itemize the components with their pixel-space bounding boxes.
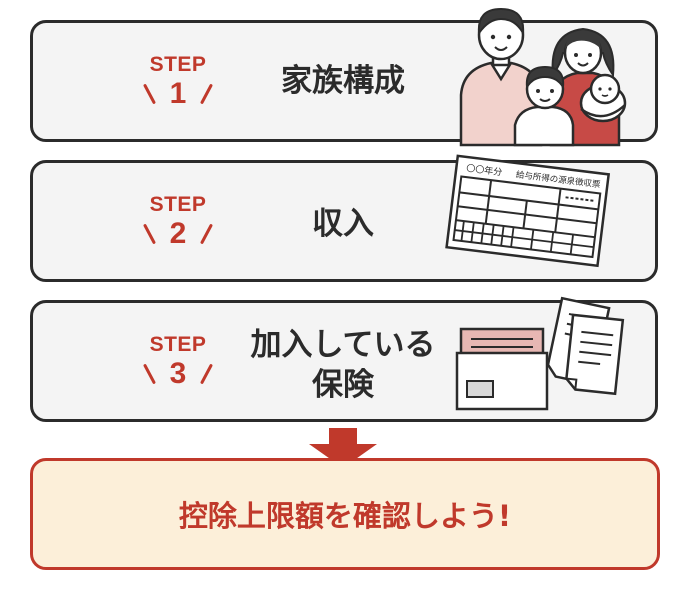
step-1-label: STEP	[149, 53, 207, 76]
step-3-title-line1: 加入している	[250, 327, 436, 363]
down-arrow-icon	[309, 428, 377, 468]
step-2-title: 収入	[312, 206, 374, 242]
family-illustration	[459, 7, 627, 147]
envelope-icon	[455, 327, 549, 411]
step-3-title-line2: 保険	[312, 367, 374, 403]
document-sheets-icon	[546, 296, 625, 396]
father-figure	[459, 7, 543, 147]
step-2-card: STEP 2 収入 〇〇年分 給与所得の源泉徴収票	[30, 154, 658, 282]
step-3-title: 加入している 保険	[233, 325, 453, 405]
step-3-label: STEP	[149, 333, 207, 356]
slash-right-icon	[200, 363, 213, 385]
baby-figure	[579, 73, 627, 123]
step-3-card: STEP 3 加入している 保険	[30, 296, 658, 422]
step-3-number: 3	[169, 357, 187, 390]
slash-left-icon	[143, 223, 156, 245]
step-2-marker: STEP 2	[138, 193, 218, 251]
slash-right-icon	[200, 83, 213, 105]
step-2-number: 2	[169, 217, 187, 250]
step-1-marker: STEP 1	[138, 53, 218, 111]
slash-left-icon	[143, 363, 156, 385]
step-2-label: STEP	[149, 193, 207, 216]
step-1-title: 家族構成	[281, 63, 405, 99]
child-figure	[513, 65, 575, 147]
step-3-marker: STEP 3	[138, 333, 218, 391]
tax-withholding-slip-illustration: 〇〇年分 給与所得の源泉徴収票	[445, 154, 611, 268]
step-1-card: STEP 1 家族構成	[30, 7, 658, 147]
step-1-number: 1	[169, 77, 187, 110]
insurance-documents-illustration	[455, 296, 625, 411]
result-callout: 控除上限額を確認しよう!	[30, 458, 660, 570]
slash-left-icon	[143, 83, 156, 105]
result-text: 控除上限額を確認しよう!	[178, 499, 512, 533]
slash-right-icon	[200, 223, 213, 245]
